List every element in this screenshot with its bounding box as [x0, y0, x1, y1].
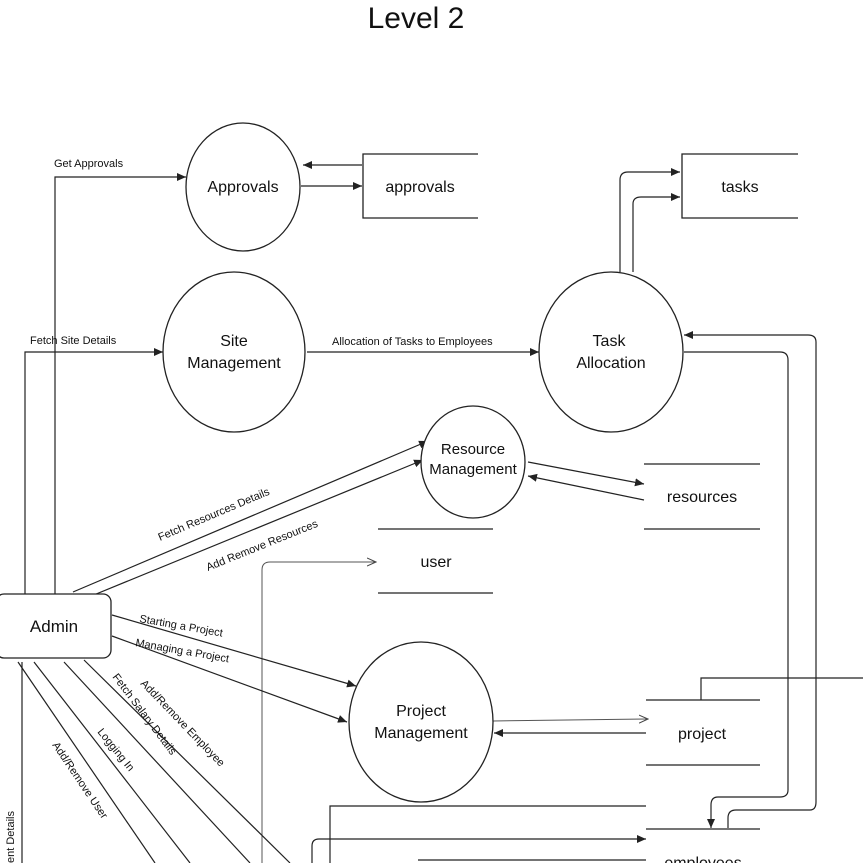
entity-admin[interactable]: Admin: [0, 593, 112, 659]
process-resource-management[interactable]: Resource Management: [420, 405, 526, 519]
flow-to-user: [261, 562, 376, 863]
process-task-allocation-line1: Task: [593, 333, 627, 350]
flow-fetch-salary: [63, 661, 251, 863]
store-user[interactable]: user: [378, 528, 493, 594]
flow-task-to-employees: [684, 351, 789, 828]
flow-bottom-1: [329, 805, 646, 863]
store-approvals[interactable]: approvals: [362, 153, 478, 219]
store-user-label: user: [420, 554, 452, 571]
flow-fetch-resources: [72, 440, 429, 593]
flow-add-remove-resources: [83, 459, 424, 600]
flow-resource-write: [527, 461, 645, 487]
flow-add-remove-user: [17, 661, 156, 863]
process-task-allocation[interactable]: Task Allocation: [538, 271, 684, 433]
flow-logging-in: [33, 661, 191, 863]
store-project[interactable]: project: [646, 699, 760, 766]
flow-task-to-tasks-2: [632, 193, 680, 272]
process-resource-management-line1: Resource: [441, 441, 505, 458]
flow-fetch-site-details: [24, 348, 163, 595]
store-tasks-label: tasks: [721, 179, 758, 196]
process-approvals[interactable]: Approvals: [185, 122, 301, 252]
flow-add-remove-employee: [83, 659, 291, 863]
process-project-management-line1: Project: [396, 703, 446, 720]
store-resources[interactable]: resources: [644, 463, 760, 530]
store-tasks[interactable]: tasks: [681, 153, 798, 219]
process-approvals-label: Approvals: [207, 179, 278, 196]
process-resource-management-line2: Management: [429, 461, 517, 478]
process-site-management-line2: Management: [187, 355, 281, 372]
process-project-management[interactable]: Project Management: [348, 641, 494, 803]
flow-project-write: [492, 719, 648, 721]
process-project-management-line2: Management: [374, 725, 468, 742]
flow-label-payment-details: ent Details: [5, 811, 17, 863]
flow-project-extension: [700, 677, 863, 700]
store-employees[interactable]: employees: [646, 828, 760, 863]
flow-get-approvals: [54, 173, 186, 595]
flow-label-get-approvals: Get Approvals: [54, 158, 124, 170]
flow-employees-to-task: [684, 331, 817, 828]
flow-starting-project: [111, 614, 357, 688]
flow-bottom-2: [311, 835, 646, 863]
flow-managing-project: [111, 635, 348, 723]
store-employees-label: employees: [664, 855, 741, 863]
process-site-management[interactable]: Site Management: [162, 271, 306, 433]
flow-task-to-tasks-1: [619, 168, 680, 272]
process-site-management-line1: Site: [220, 333, 248, 350]
store-approvals-label: approvals: [385, 179, 454, 196]
process-task-allocation-line2: Allocation: [576, 355, 645, 372]
store-project-label: project: [678, 726, 727, 743]
diagram-title: Level 2: [368, 2, 465, 35]
flow-label-allocation-tasks: Allocation of Tasks to Employees: [332, 336, 493, 348]
store-resources-label: resources: [667, 489, 737, 506]
flow-label-fetch-site-details: Fetch Site Details: [30, 335, 117, 347]
flow-resource-read: [527, 473, 645, 501]
entity-admin-label: Admin: [30, 617, 78, 636]
